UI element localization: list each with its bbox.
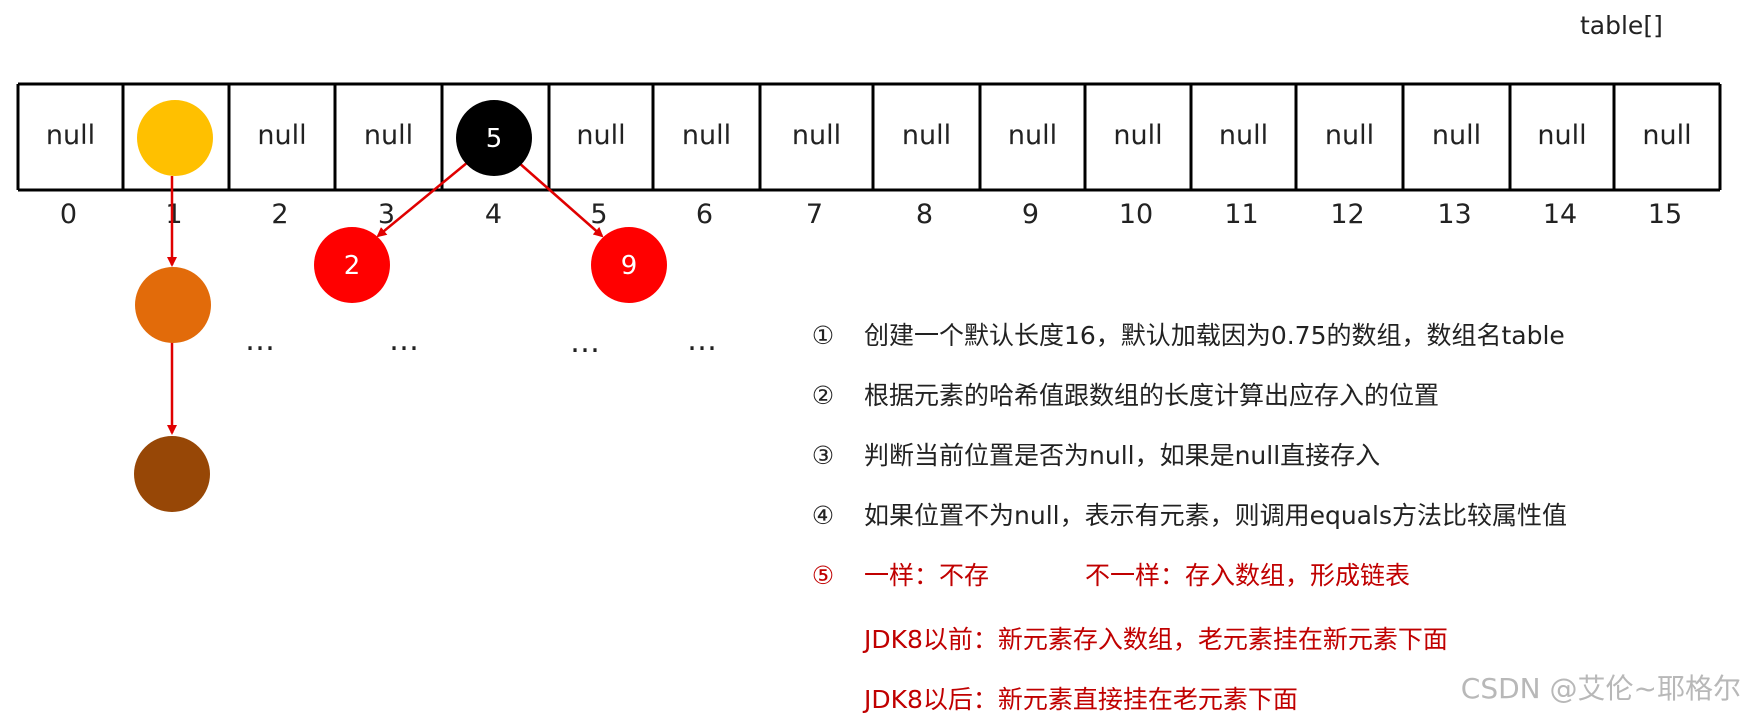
cell-index-13: 13: [1437, 199, 1471, 230]
cell-value-0: null: [46, 120, 95, 151]
cell-value-5: null: [576, 120, 625, 151]
step-text: 判断当前位置是否为null，如果是null直接存入: [864, 441, 1381, 470]
cell-index-9: 9: [1022, 199, 1039, 230]
array-label: table[]: [1580, 11, 1663, 40]
cell-value-3: null: [364, 120, 413, 151]
step-4: ④ 如果位置不为null，表示有元素，则调用equals方法比较属性值: [808, 498, 1728, 558]
ellipsis: …: [245, 323, 275, 358]
array-cells: null null null null null null null null null null…: [16, 84, 1722, 190]
step-number: ③: [811, 441, 835, 470]
watermark: CSDN @艾伦~耶格尔: [1460, 672, 1741, 705]
cell-index-3: 3: [378, 199, 395, 230]
tree-node-right: [591, 227, 667, 303]
cell-index-15: 15: [1648, 199, 1682, 230]
step-number: ⑤: [811, 561, 835, 590]
arrow-5-to-2: [376, 161, 469, 238]
step-5: ⑤ 一样：不存 不一样：存入数组，形成链表: [808, 558, 1728, 618]
step5-same: 一样：不存: [864, 561, 990, 590]
step5-different: 不一样：存入数组，形成链表: [1085, 561, 1411, 590]
step-number: ①: [811, 321, 835, 350]
cell-value-7: null: [792, 120, 841, 151]
cell-index-1: 1: [165, 199, 182, 230]
cell-index-6: 6: [696, 199, 713, 230]
cell-value-6: null: [682, 120, 731, 151]
cell-value-11: null: [1219, 120, 1268, 151]
step5-after-jdk8: JDK8以后：新元素直接挂在老元素下面: [864, 685, 1298, 714]
steps-list: ① 创建一个默认长度16，默认加载因为0.75的数组，数组名table ② 根据…: [808, 318, 1728, 714]
cell-index-11: 11: [1224, 199, 1258, 230]
cell-index-7: 7: [806, 199, 823, 230]
step-3: ③ 判断当前位置是否为null，如果是null直接存入: [808, 438, 1728, 498]
cell-value-2: null: [257, 120, 306, 151]
cell-index-8: 8: [916, 199, 933, 230]
step-text: 根据元素的哈希值跟数组的长度计算出应存入的位置: [864, 381, 1440, 410]
cell-index-12: 12: [1330, 199, 1364, 230]
cell-value-13: null: [1432, 120, 1481, 151]
step-1: ① 创建一个默认长度16，默认加载因为0.75的数组，数组名table: [808, 318, 1728, 378]
linked-list-slot-1: [134, 100, 213, 512]
step-2: ② 根据元素的哈希值跟数组的长度计算出应存入的位置: [808, 378, 1728, 438]
cell-index-10: 10: [1119, 199, 1153, 230]
list-node-orange: [135, 267, 211, 343]
step5-before-jdk8: JDK8以前：新元素存入数组，老元素挂在新元素下面: [864, 625, 1448, 654]
tree-node-root-label: 5: [486, 124, 503, 154]
step-number: ④: [811, 501, 835, 530]
step-number: ②: [811, 381, 835, 410]
tree-slot-4: 5 2 9: [314, 100, 667, 303]
cell-value-8: null: [902, 120, 951, 151]
cell-value-15: null: [1642, 120, 1691, 151]
tree-node-left: [314, 227, 390, 303]
cell-index-2: 2: [271, 199, 288, 230]
ellipsis: …: [570, 325, 600, 360]
cell-value-9: null: [1008, 120, 1057, 151]
ellipsis: …: [389, 323, 419, 358]
step-text: 一样：不存 不一样：存入数组，形成链表: [864, 558, 1410, 594]
cell-index-5: 5: [590, 199, 607, 230]
step-text: 如果位置不为null，表示有元素，则调用equals方法比较属性值: [864, 501, 1567, 530]
list-node-gold: [137, 100, 213, 176]
array-frame: [18, 82, 1720, 192]
step-text: 创建一个默认长度16，默认加载因为0.75的数组，数组名table: [864, 321, 1565, 350]
arrow-5-to-9: [517, 161, 604, 238]
cell-index-0: 0: [60, 199, 77, 230]
list-node-brown: [134, 436, 210, 512]
tree-node-root: [456, 100, 532, 176]
cell-index-14: 14: [1543, 199, 1577, 230]
cell-value-14: null: [1537, 120, 1586, 151]
tree-node-left-label: 2: [344, 251, 361, 281]
tree-node-right-label: 9: [621, 251, 638, 281]
cell-index-4: 4: [485, 199, 502, 230]
ellipsis: …: [687, 323, 717, 358]
cell-value-10: null: [1113, 120, 1162, 151]
cell-value-12: null: [1325, 120, 1374, 151]
ellipsis-group: … … … …: [245, 323, 717, 360]
